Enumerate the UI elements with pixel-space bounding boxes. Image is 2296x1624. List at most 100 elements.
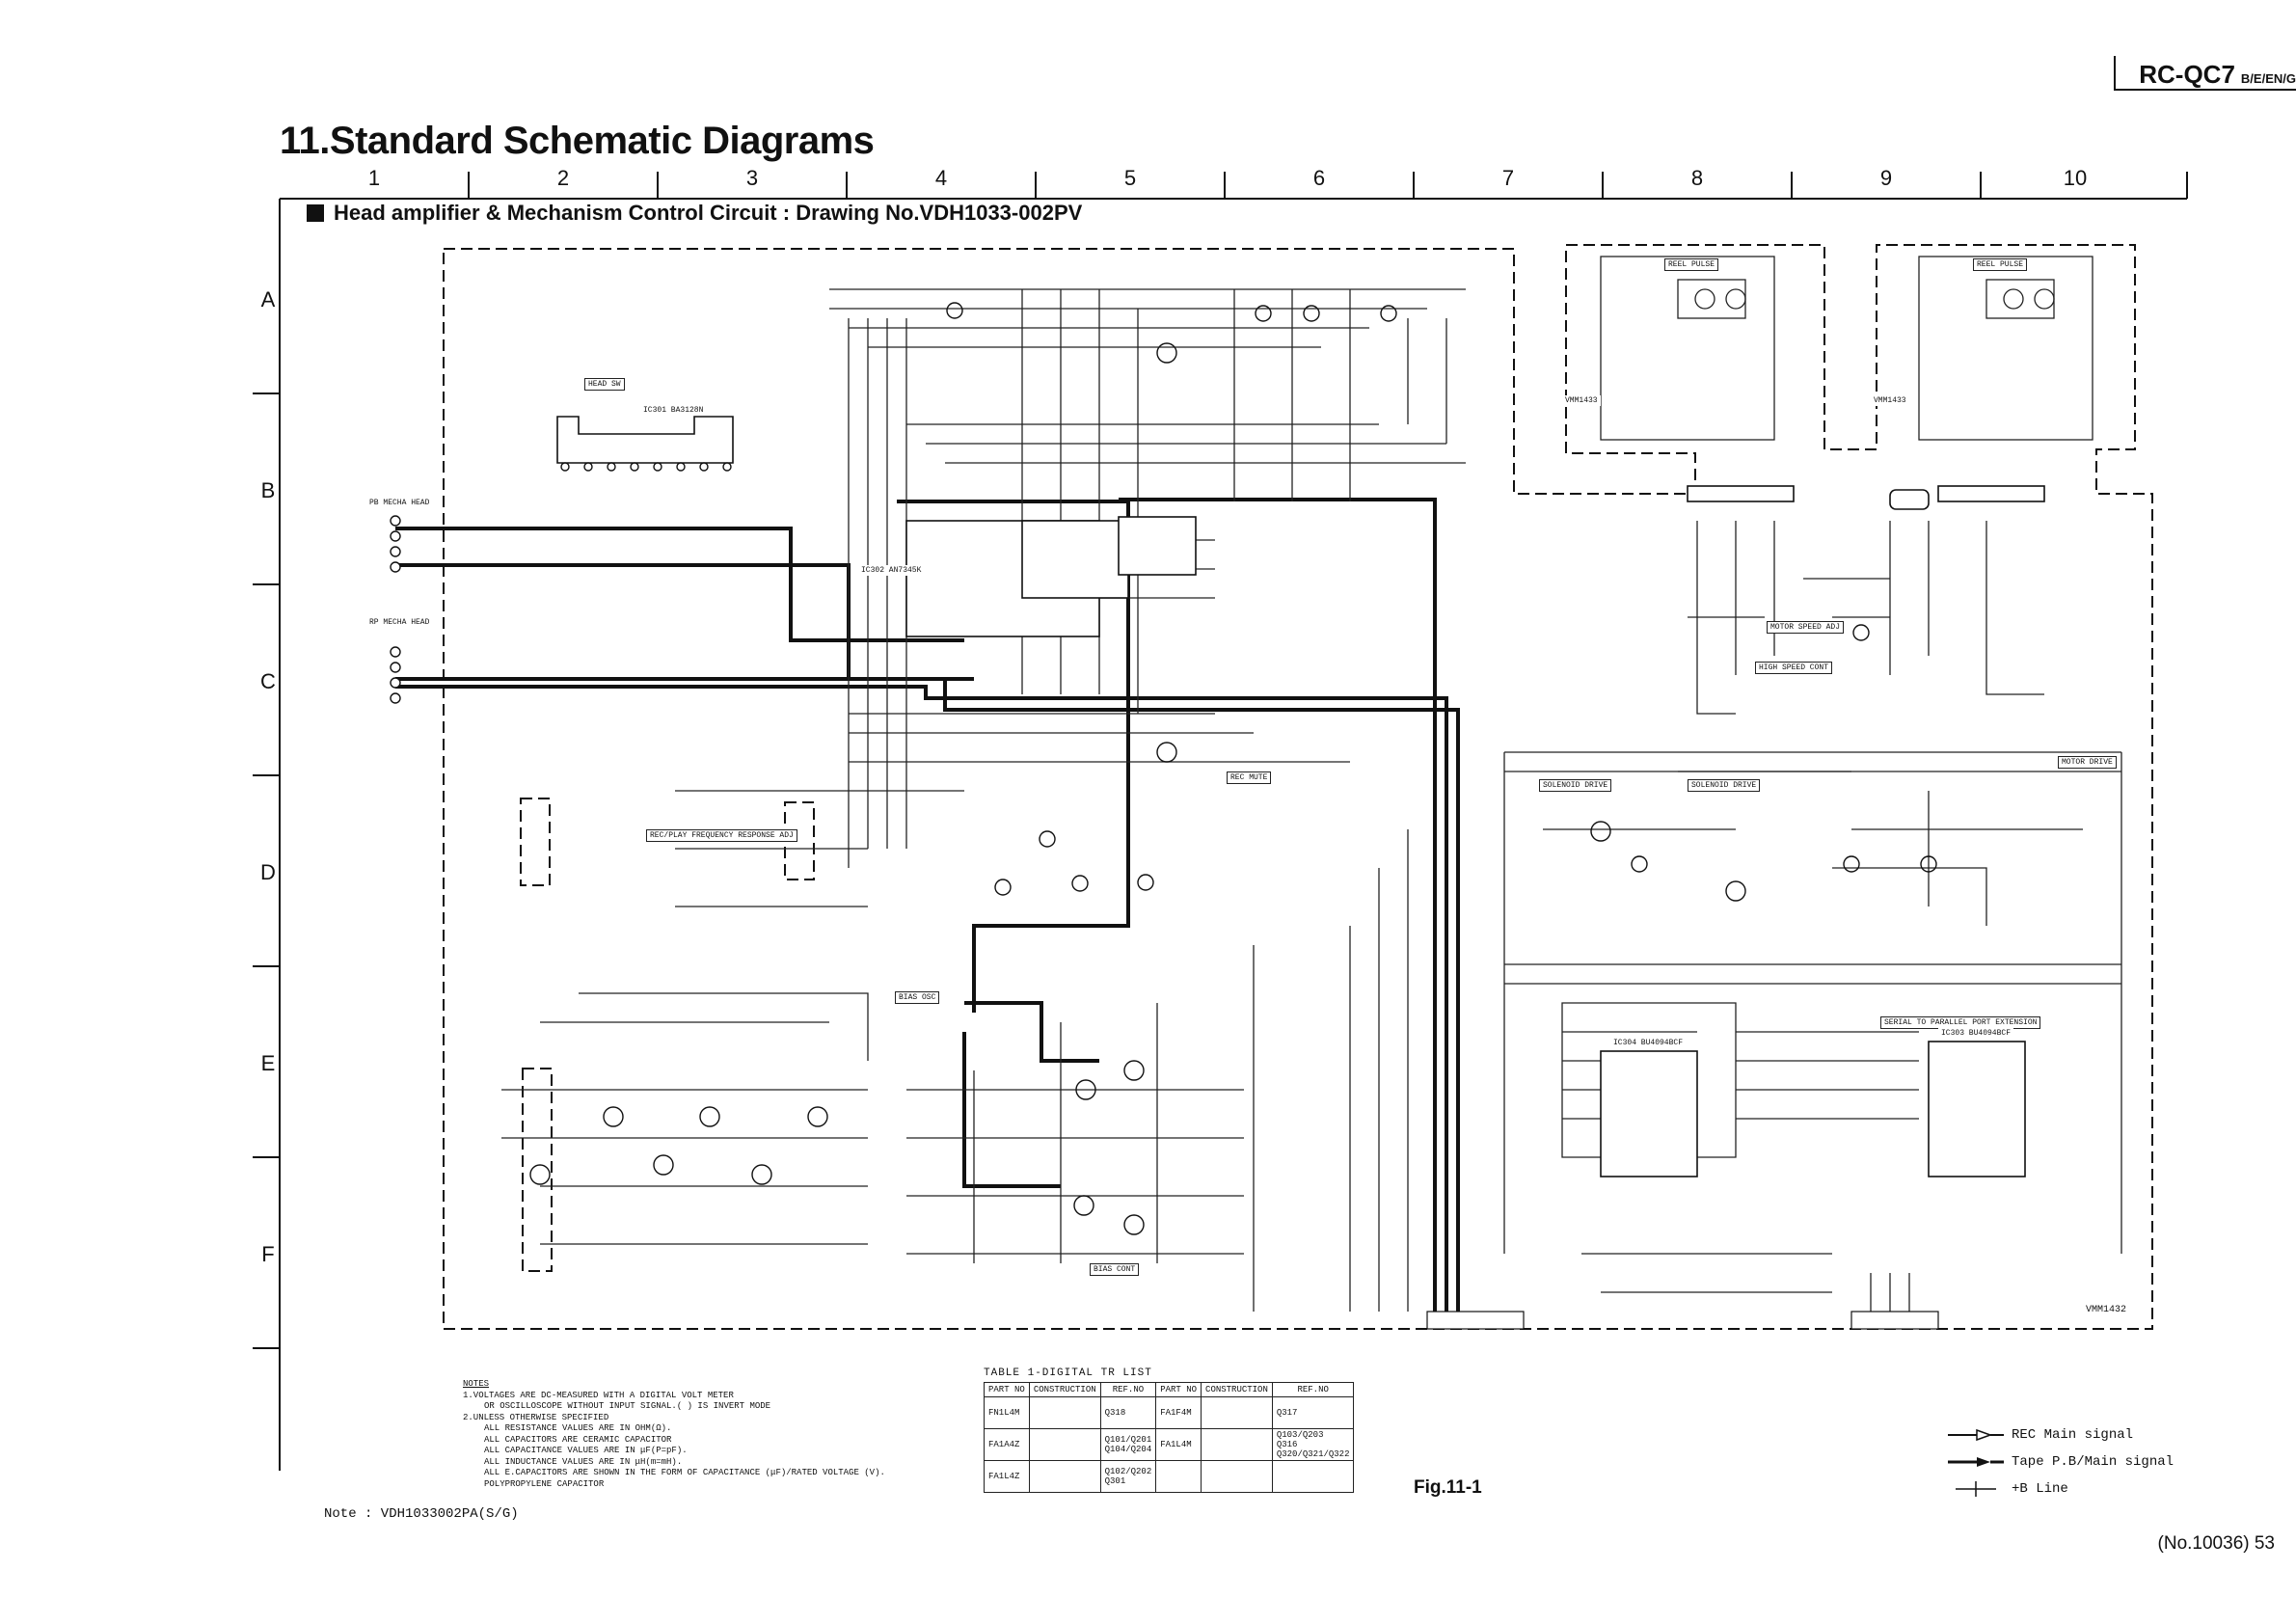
table-cell: Q318: [1099, 1396, 1157, 1429]
ic-packages: [556, 416, 2045, 1177]
ic302-label: IC302 AN7345K: [858, 565, 925, 576]
column-number: 8: [1690, 166, 1704, 190]
table-cell: Q102/Q202 Q301: [1099, 1460, 1157, 1493]
table-cell: Q101/Q201 Q104/Q204: [1099, 1428, 1157, 1461]
table-header: PART NO: [1155, 1382, 1202, 1397]
table-cell: FN1L4M: [984, 1396, 1030, 1429]
model-code: RC-QC7: [2139, 60, 2235, 89]
row-letter: A: [260, 287, 276, 311]
signal-legend: REC Main signal Tape P.B/Main signal +B …: [1948, 1421, 2174, 1502]
ic301-label: IC301 BA3128N: [640, 405, 707, 416]
page-number: (No.10036) 53: [2157, 1533, 2275, 1554]
figure-label: Fig.11-1: [1414, 1477, 1482, 1498]
legend-label: +B Line: [2012, 1481, 2068, 1497]
bottom-connectors: [1426, 1311, 1939, 1330]
transistors: [529, 302, 1937, 1235]
note-line: ALL CAPACITANCE VALUES ARE IN μF(P=pF).: [484, 1446, 688, 1455]
wiring: [501, 288, 2122, 1329]
transistor-symbol-icon: [1201, 1428, 1273, 1461]
section-title: Head amplifier & Mechanism Control Circu…: [307, 201, 1082, 226]
table-cell: [1271, 1460, 1355, 1493]
ic303-label: IC303 BU4094BCF: [1938, 1028, 2014, 1039]
note-line: ALL E.CAPACITORS ARE SHOWN IN THE FORM O…: [484, 1468, 885, 1477]
motor-drive-label: MOTOR DRIVE: [2058, 756, 2117, 769]
vmm1433-label: VMM1433: [1871, 395, 1909, 406]
column-number: 7: [1501, 166, 1515, 190]
legend-label: REC Main signal: [2012, 1427, 2134, 1443]
head-sw-label: HEAD SW: [584, 378, 625, 391]
note-line: OR OSCILLOSCOPE WITHOUT INPUT SIGNAL.( )…: [484, 1401, 771, 1411]
bias-osc-label: BIAS OSC: [895, 991, 940, 1004]
legend-item-tape: Tape P.B/Main signal: [1948, 1448, 2174, 1475]
note-line: 1.VOLTAGES ARE DC-MEASURED WITH A DIGITA…: [463, 1390, 734, 1400]
notes-heading: NOTES: [463, 1379, 490, 1389]
reel-pulse-boards: [1600, 256, 2093, 441]
note-line: ALL INDUCTANCE VALUES ARE IN μH(m=mH).: [484, 1456, 683, 1467]
row-letter: B: [260, 478, 276, 502]
tr-list-table: PART NO CONSTRUCTION REF.NO PART NO CONS…: [984, 1382, 1355, 1493]
table-header: REF.NO: [1271, 1382, 1355, 1397]
rec-pb-freq-label: REC/PLAY FREQUENCY RESPONSE ADJ: [646, 829, 797, 842]
column-number: 9: [1879, 166, 1893, 190]
b-line-icon: [1956, 1481, 1996, 1497]
note-line: POLYPROPYLENE CAPACITOR: [484, 1478, 605, 1489]
row-letter: D: [260, 860, 276, 884]
table-cell: FA1A4Z: [984, 1428, 1030, 1461]
table-cell: FA1L4M: [1155, 1428, 1202, 1461]
note-line: ALL CAPACITORS ARE CERAMIC CAPACITOR: [484, 1434, 672, 1445]
note-line: ALL RESISTANCE VALUES ARE IN OHM(Ω).: [484, 1423, 672, 1433]
legend-item-b-line: +B Line: [1948, 1475, 2174, 1502]
legend-item-rec: REC Main signal: [1948, 1421, 2174, 1448]
page-title: 11.Standard Schematic Diagrams: [280, 120, 875, 162]
rec-mute-label: REC MUTE: [1227, 771, 1272, 784]
transistor-symbol-icon: [1201, 1396, 1273, 1429]
rp-mecha-head-label: RP MECHA HEAD: [366, 617, 433, 628]
table-header-row: PART NO CONSTRUCTION REF.NO PART NO CONS…: [984, 1382, 1355, 1397]
ic304-label: IC304 BU4094BCF: [1610, 1038, 1687, 1048]
column-number: 5: [1123, 166, 1137, 190]
reel-pulse-label: REEL PULSE: [1664, 258, 1719, 271]
vmm1433-label: VMM1433: [1562, 395, 1601, 406]
legend-label: Tape P.B/Main signal: [2012, 1454, 2174, 1470]
table-caption: TABLE 1-DIGITAL TR LIST: [984, 1367, 1152, 1379]
model-suffix: B/E/EN/G: [2240, 71, 2296, 86]
table-row: FA1A4Z Q101/Q201 Q104/Q204 FA1L4M Q103/Q…: [984, 1428, 1355, 1461]
row-letter: E: [260, 1051, 276, 1075]
column-number: 3: [745, 166, 759, 190]
notes-block: NOTES 1.VOLTAGES ARE DC-MEASURED WITH A …: [463, 1379, 885, 1490]
pb-mecha-head-label: PB MECHA HEAD: [366, 498, 433, 508]
rec-arrow-icon: [1948, 1428, 2004, 1442]
transistor-symbol-icon: [1028, 1396, 1101, 1429]
model-rule: [2114, 56, 2296, 91]
column-number: 6: [1312, 166, 1326, 190]
table-header: CONSTRUCTION: [1201, 1382, 1273, 1397]
table-cell: [1155, 1460, 1202, 1493]
table-header: PART NO: [984, 1382, 1030, 1397]
tape-arrow-icon: [1948, 1457, 2004, 1467]
frame: [253, 172, 2188, 1471]
table-cell: Q317: [1271, 1396, 1355, 1429]
column-number: 1: [367, 166, 381, 190]
motor-speed-adj-label: MOTOR SPEED ADJ: [1767, 621, 1845, 634]
transistor-symbol-icon: [1028, 1460, 1101, 1493]
table-cell: Q103/Q203 Q316 Q320/Q321/Q322: [1271, 1428, 1355, 1461]
solenoid-drive-label: SOLENOID DRIVE: [1688, 779, 1761, 792]
model-name: RC-QC7 B/E/EN/G: [2139, 60, 2296, 90]
table-row: FA1L4Z Q102/Q202 Q301: [984, 1460, 1355, 1493]
column-number: 2: [556, 166, 570, 190]
column-number: 4: [934, 166, 948, 190]
row-letter: F: [261, 1242, 275, 1266]
row-letter: C: [260, 669, 276, 693]
note-label: Note : VDH1033002PA(S/G): [324, 1506, 519, 1522]
high-speed-cont-label: HIGH SPEED CONT: [1755, 662, 1833, 674]
column-number: 10: [2063, 166, 2088, 190]
head-connectors: [390, 462, 732, 704]
table-cell: FA1L4Z: [984, 1460, 1030, 1493]
table-header: CONSTRUCTION: [1028, 1382, 1101, 1397]
section-title-text: Head amplifier & Mechanism Control Circu…: [334, 201, 1083, 225]
bias-cont-label: BIAS CONT: [1090, 1263, 1140, 1276]
reel-pulse-label: REEL PULSE: [1973, 258, 2028, 271]
digital-tr-table: TABLE 1-DIGITAL TR LIST PART NO CONSTRUC…: [984, 1367, 1355, 1493]
table-row: FN1L4M Q318 FA1F4M Q317: [984, 1396, 1355, 1429]
